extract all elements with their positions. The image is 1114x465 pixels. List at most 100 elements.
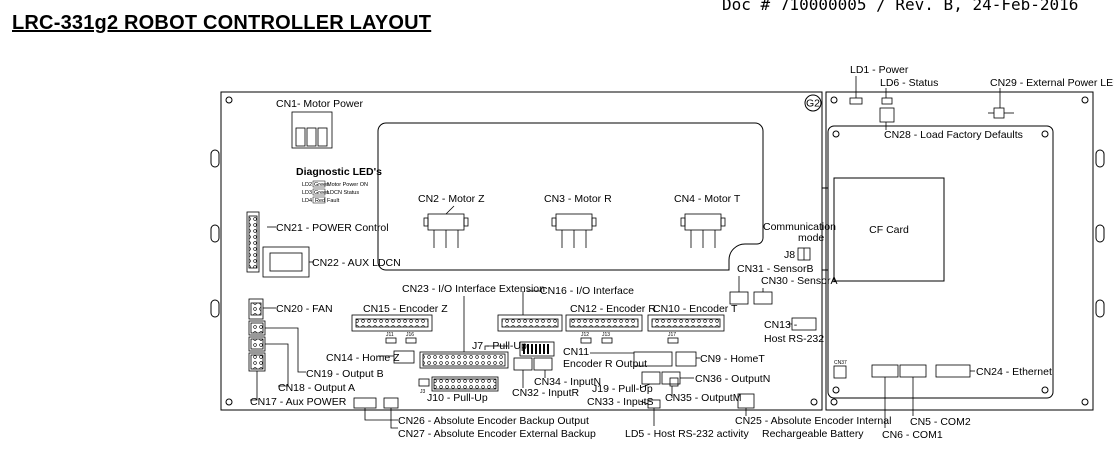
j11-label: J11 xyxy=(386,332,394,338)
label-cn33: CN33 - InputS xyxy=(587,396,654,408)
cn11-encoder-output-connector xyxy=(633,351,673,367)
label-cn12: CN12 - Encoder R xyxy=(570,303,656,315)
label-cn4: CN4 - Motor T xyxy=(674,193,741,205)
j13-label: J13 xyxy=(602,332,610,338)
label-cn24: CN24 - Ethernet xyxy=(976,366,1052,378)
cn37-label: CN37 xyxy=(834,360,847,366)
label-cn27: CN27 - Absolute Encoder External Backup xyxy=(398,428,596,440)
svg-text:LD4: LD4 xyxy=(302,198,312,204)
cn30-sensor-a-connector xyxy=(753,291,773,305)
label-cn22: CN22 - AUX LDCN xyxy=(312,257,401,269)
svg-text:Motor Power ON: Motor Power ON xyxy=(327,182,368,188)
output-connectors-stack xyxy=(248,320,266,372)
label-j19: J19 - Pull-Up xyxy=(592,383,653,395)
label-cn29: CN29 - External Power LED xyxy=(990,77,1114,89)
cn20-fan-connector xyxy=(248,298,264,320)
cn6-com1-connector xyxy=(871,364,899,378)
label-ld1: LD1 - Power xyxy=(850,64,909,76)
ld6-status-led xyxy=(881,97,893,105)
label-cn3: CN3 - Motor R xyxy=(544,193,612,205)
svg-text:LD2: LD2 xyxy=(302,182,312,188)
svg-text:Green: Green xyxy=(314,190,329,196)
label-cn23: CN23 - I/O Interface Extension xyxy=(402,283,545,295)
page-title: LRC-331g2 ROBOT CONTROLLER LAYOUT xyxy=(12,12,432,34)
label-ld6: LD6 - Status xyxy=(880,77,938,89)
label-cn32: CN32 - InputR xyxy=(512,387,580,399)
label-cn19: CN19 - Output B xyxy=(306,368,384,380)
cn37-connector xyxy=(833,365,847,379)
label-cn2: CN2 - Motor Z xyxy=(418,193,485,205)
j7-pull-up-block xyxy=(519,341,555,357)
svg-text:Green: Green xyxy=(314,182,329,188)
label-cn30: CN30 - SensorA xyxy=(761,275,837,287)
cn4-motor-t-connector xyxy=(680,213,726,248)
label-cn36: CN36 - OutputN xyxy=(695,373,770,385)
cn12-encoder-r-connector xyxy=(565,314,643,332)
cn1-motor-power-connector xyxy=(291,111,333,149)
j17-label: J17 xyxy=(668,332,676,338)
cn22-aux-ldcn-jack xyxy=(262,246,310,278)
label-cn26: CN26 - Absolute Encoder Backup Output xyxy=(398,415,589,427)
label-cn13-host: Host RS-232 xyxy=(764,333,824,345)
label-j7: J7 - Pull-Up xyxy=(472,340,527,352)
cn23-io-extension-connector xyxy=(419,351,509,369)
output-n-m-connectors xyxy=(641,371,681,387)
label-cn5: CN5 - COM2 xyxy=(910,416,971,428)
cn9-home-t-connector xyxy=(675,351,697,367)
label-cn9: CN9 - HomeT xyxy=(700,353,765,365)
svg-text:LD3: LD3 xyxy=(302,190,312,196)
cn21-power-control-connector xyxy=(246,211,260,273)
label-cn35: CN35 - OutputM xyxy=(665,392,741,404)
label-cn28: CN28 - Load Factory Defaults xyxy=(884,129,1023,141)
label-cn34: CN34 - InputN xyxy=(534,376,601,388)
label-cn25-battery: Rechargeable Battery xyxy=(762,428,864,440)
label-cn11: CN11 xyxy=(563,346,589,358)
diagnostic-leds: Diagnostic LED's LD2 Green Motor Power O… xyxy=(296,166,382,204)
cn26-encoder-backup-connector xyxy=(353,397,377,409)
label-cn13: CN13 - xyxy=(764,319,798,331)
cn16-io-interface-connector xyxy=(497,314,563,332)
document-number: Doc # 710000005 / Rev. B, 24-Feb-2016 xyxy=(722,0,1079,14)
cn24-ethernet-connector xyxy=(935,364,971,378)
svg-text:Fault: Fault xyxy=(327,198,340,204)
g2-badge: G2 xyxy=(804,94,822,112)
label-cn17: CN17 - Aux POWER xyxy=(250,396,347,408)
cn10-encoder-t-connector xyxy=(647,314,725,332)
j10-pull-up-block xyxy=(418,376,499,392)
svg-text:LDCN Status: LDCN Status xyxy=(327,190,359,196)
chassis-plate xyxy=(210,91,1105,411)
svg-text:G2: G2 xyxy=(806,98,820,110)
label-cn25: CN25 - Absolute Encoder Internal xyxy=(735,415,891,427)
label-cn20: CN20 - FAN xyxy=(276,303,333,315)
label-j10: J10 - Pull-Up xyxy=(427,392,488,404)
label-j8: J8 xyxy=(784,249,795,261)
svg-text:Diagnostic LED's: Diagnostic LED's xyxy=(296,166,382,178)
label-cn16: CN16 - I/O Interface xyxy=(540,285,634,297)
svg-text:Red: Red xyxy=(315,198,325,204)
j16-label: J16 xyxy=(406,332,414,338)
label-ld5: LD5 - Host RS-232 activity xyxy=(625,428,749,440)
cn27-external-backup-connector xyxy=(383,397,399,409)
label-cn21: CN21 - POWER Control xyxy=(276,222,389,234)
ld1-power-led xyxy=(849,97,863,105)
cn28-factory-defaults-button xyxy=(879,107,895,123)
label-cn14: CN14 - Home Z xyxy=(326,352,400,364)
cn2-motor-z-connector xyxy=(423,213,469,248)
label-cn18: CN18 - Output A xyxy=(278,382,355,394)
label-cn1: CN1- Motor Power xyxy=(276,98,363,110)
j12-label: J12 xyxy=(581,332,589,338)
cf-card-label: CF Card xyxy=(869,224,909,236)
label-cn10: CN10 - Encoder T xyxy=(653,303,738,315)
cn15-encoder-z-connector xyxy=(351,314,433,332)
input-connectors xyxy=(513,357,553,371)
label-comm-mode-1: Communication xyxy=(763,221,836,233)
cn29-external-power-led-connector xyxy=(988,107,1014,119)
j3-label: J3 xyxy=(420,389,426,395)
label-cn31: CN31 - SensorB xyxy=(737,263,813,275)
cn5-com2-connector xyxy=(899,364,927,378)
label-cn11-output: Encoder R Output xyxy=(563,358,647,370)
cn3-motor-r-connector xyxy=(551,213,597,248)
label-cn15: CN15 - Encoder Z xyxy=(363,303,448,315)
cn14-home-z-connector xyxy=(393,350,415,364)
